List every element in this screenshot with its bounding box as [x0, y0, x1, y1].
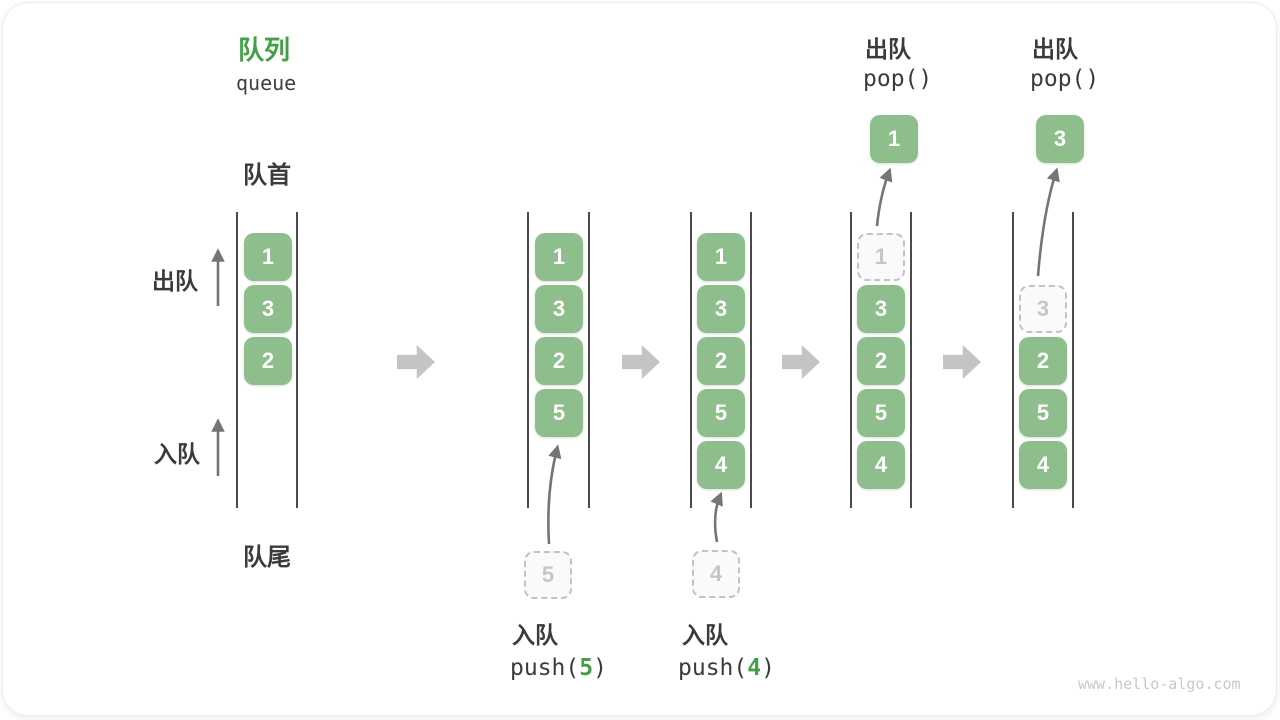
page-subtitle: queue — [236, 71, 297, 95]
removed-ghost-cell: 3 — [1019, 285, 1067, 333]
op-label-enqueue: 入队 — [512, 622, 558, 648]
queue-cell: 3 — [244, 285, 292, 333]
op-code-push5: push(5) — [510, 655, 607, 681]
queue-cell: 2 — [535, 337, 583, 385]
label-queue-front: 队首 — [243, 162, 291, 189]
rail — [850, 212, 852, 508]
queue-cell: 2 — [857, 337, 905, 385]
queue-cell: 1 — [244, 233, 292, 281]
removed-ghost-cell: 1 — [857, 233, 905, 281]
rail — [527, 212, 529, 508]
queue-cell: 2 — [697, 337, 745, 385]
rail — [690, 212, 692, 508]
queue-cell: 4 — [1019, 441, 1067, 489]
rail — [1012, 212, 1014, 508]
queue-cell: 5 — [697, 389, 745, 437]
label-queue-rear: 队尾 — [243, 544, 291, 571]
queue-cell: 2 — [1019, 337, 1067, 385]
incoming-ghost-cell: 4 — [692, 550, 740, 598]
queue-cell: 2 — [244, 337, 292, 385]
label-dequeue-side: 出队 — [152, 268, 198, 294]
rail — [296, 212, 298, 508]
queue-cell: 3 — [535, 285, 583, 333]
code-text: push( — [678, 655, 748, 681]
queue-cell: 4 — [857, 441, 905, 489]
queue-cell: 5 — [857, 389, 905, 437]
op-label-dequeue: 出队 — [865, 36, 911, 62]
watermark: www.hello-algo.com — [1078, 675, 1241, 693]
queue-cell: 3 — [857, 285, 905, 333]
queue-cell: 3 — [697, 285, 745, 333]
page-title: 队列 — [238, 35, 291, 65]
queue-cell: 4 — [697, 441, 745, 489]
op-label-enqueue: 入队 — [682, 622, 728, 648]
rail — [1072, 212, 1074, 508]
op-code-push4: push(4) — [678, 655, 775, 681]
popped-cell: 3 — [1036, 115, 1084, 163]
op-label-dequeue: 出队 — [1032, 36, 1078, 62]
code-text: ) — [593, 655, 607, 681]
label-enqueue-side: 入队 — [154, 441, 200, 467]
rail — [750, 212, 752, 508]
code-arg: 5 — [579, 655, 594, 681]
rail — [910, 212, 912, 508]
queue-cell: 5 — [1019, 389, 1067, 437]
code-text: ) — [761, 655, 775, 681]
rail — [236, 212, 238, 508]
queue-cell: 1 — [535, 233, 583, 281]
queue-cell: 5 — [535, 389, 583, 437]
rail — [588, 212, 590, 508]
op-code-pop: pop() — [863, 66, 933, 92]
queue-cell: 1 — [697, 233, 745, 281]
popped-cell: 1 — [870, 115, 918, 163]
code-arg: 4 — [747, 655, 762, 681]
code-text: push( — [510, 655, 580, 681]
op-code-pop: pop() — [1030, 66, 1100, 92]
incoming-ghost-cell: 5 — [524, 551, 572, 599]
